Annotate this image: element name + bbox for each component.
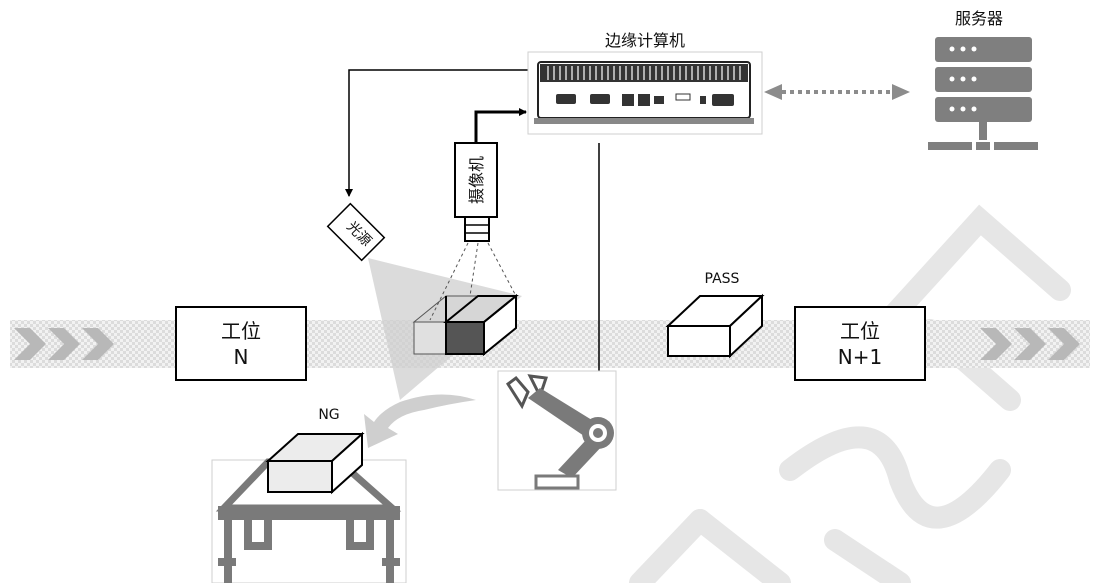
edge-computer: 边缘计算机 (528, 31, 762, 134)
edge-computer-label: 边缘计算机 (605, 31, 685, 50)
station-n1-number: N+1 (838, 345, 882, 369)
camera-lens (465, 217, 489, 241)
ng-label: NG (318, 407, 339, 423)
station-n: 工位 N (176, 307, 306, 380)
conveyor-belt (10, 320, 1090, 368)
camera-to-computer-line (476, 112, 526, 143)
station-n1-label: 工位 (840, 319, 880, 343)
pass-label: PASS (705, 271, 740, 287)
robot-arm (498, 371, 616, 490)
station-n1: 工位 N+1 (795, 307, 925, 380)
camera-label: 摄像机 (467, 156, 486, 204)
computer-server-link (764, 84, 910, 100)
server-label: 服务器 (955, 9, 1003, 28)
computer-to-light-line (349, 70, 528, 196)
station-n-label: 工位 (221, 319, 261, 343)
server-icon (928, 37, 1038, 150)
server: 服务器 (928, 9, 1038, 150)
watermark (640, 220, 1060, 583)
station-n-number: N (234, 345, 249, 369)
light-source: 光源 (328, 204, 385, 261)
camera: 摄像机 (455, 143, 497, 241)
reject-arrow (364, 394, 476, 448)
